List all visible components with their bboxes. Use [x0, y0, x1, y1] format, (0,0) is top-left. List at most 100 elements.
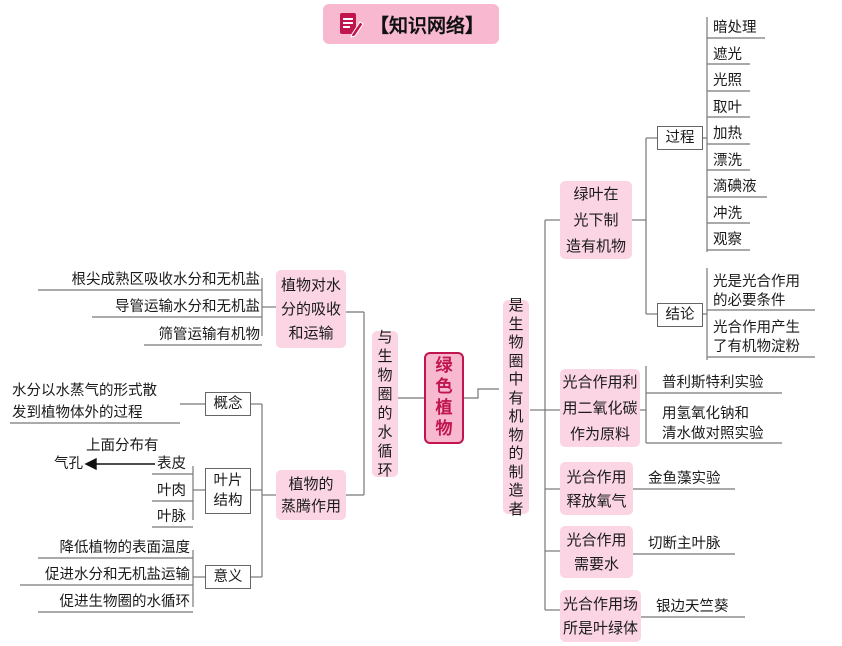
notebook-pen-icon	[339, 13, 364, 38]
co2-node: 光合作用利用二氧化碳作为原料	[560, 369, 640, 447]
starch-node-line: 光下制	[573, 211, 619, 229]
process-step: 加热	[713, 126, 742, 142]
chloroplast-node-line: 所是叶绿体	[562, 619, 638, 637]
water-node: 光合作用需要水	[560, 526, 633, 578]
stomata-annotation-top: 上面分布有	[86, 438, 159, 454]
conclusion-item-line: 光合作用产生	[713, 320, 800, 336]
conclusion-item-line: 光是光合作用	[713, 274, 800, 290]
absorb-item: 导管运输水分和无机盐	[115, 299, 260, 315]
center-node-char: 色	[435, 377, 453, 397]
left-branch-char: 生	[377, 347, 393, 365]
process-step: 暗处理	[713, 20, 757, 36]
center-node-char: 植	[435, 398, 453, 418]
starch-node-line: 绿叶在	[573, 185, 619, 203]
conclusion-item-line: 了有机物淀粉	[713, 339, 800, 355]
title-badge: 【知识网络】	[323, 4, 499, 44]
right-branch-char: 中	[508, 370, 524, 388]
chloroplast-item: 银边天竺葵	[656, 599, 729, 615]
right-branch-char: 物	[508, 333, 524, 351]
center-node-char: 物	[435, 419, 453, 439]
left-branch-char: 的	[377, 404, 393, 422]
oxygen-item: 金鱼藻实验	[648, 471, 721, 487]
water-node-line: 需要水	[573, 555, 619, 573]
co2-node-line: 光合作用利	[562, 373, 638, 391]
left-branch-char: 与	[377, 328, 393, 346]
left-branch-char: 水	[377, 423, 393, 441]
stomata-arrowhead	[84, 457, 97, 471]
absorb-item: 根尖成熟区吸收水分和无机盐	[71, 272, 261, 288]
right-branch-char: 圈	[508, 351, 524, 370]
leaf-structure-box: 叶片结构	[205, 468, 251, 514]
transpiration-node-line: 蒸腾作用	[280, 497, 341, 515]
significance-item: 降低植物的表面温度	[59, 540, 191, 556]
significance-item: 促进生物圈的水循环	[59, 594, 191, 610]
left-branch-char: 环	[377, 461, 393, 479]
left-branch-node: 与生物圈的水循环	[372, 328, 398, 479]
transpiration-node-line: 植物的	[288, 475, 334, 493]
absorb-node-line: 分的吸收	[280, 300, 341, 318]
conclusion-item: 光是光合作用的必要条件	[713, 273, 800, 311]
chloroplast-node: 光合作用场所是叶绿体	[560, 590, 641, 642]
process-step: 冲洗	[713, 205, 742, 222]
co2-item: 普利斯特利实验	[662, 374, 764, 392]
left-branch-char: 圈	[377, 385, 393, 403]
concept-text-line: 发到植物体外的过程	[12, 405, 143, 421]
concept-box: 概念	[205, 392, 251, 416]
leaf-structure-line: 叶片	[213, 473, 243, 489]
conclusion-box: 结论	[657, 303, 703, 327]
co2-item: 用氢氧化钠和清水做对照实验	[662, 404, 764, 444]
right-branch-char: 物	[508, 425, 524, 444]
absorb-node: 植物对水分的吸收和运输	[276, 270, 346, 348]
co2-node-line: 用二氧化碳	[562, 399, 638, 417]
leaf-structure-item: 叶脉	[157, 509, 186, 525]
water-node-line: 光合作用	[566, 531, 627, 549]
right-branch-char: 是	[508, 296, 524, 314]
left-branch-char: 循	[377, 442, 393, 460]
stomata-annotation-left: 气孔	[54, 456, 83, 472]
oxygen-node-line: 释放氧气	[566, 491, 627, 510]
starch-node: 绿叶在光下制造有机物	[560, 181, 632, 259]
process-step: 观察	[713, 232, 742, 248]
process-step: 滴碘液	[713, 179, 757, 195]
conclusion-item-line: 的必要条件	[713, 293, 786, 309]
co2-item-line: 普利斯特利实验	[662, 375, 764, 391]
right-branch-char: 有	[508, 388, 524, 407]
absorb-item: 筛管运输有机物	[158, 327, 261, 343]
leaf-structure-item: 叶肉	[157, 483, 186, 499]
right-branch-char: 制	[508, 462, 524, 481]
transpiration-node: 植物的蒸腾作用	[276, 470, 346, 520]
right-branch-char: 的	[508, 444, 524, 462]
absorb-node-line: 和运输	[288, 324, 334, 342]
significance-box: 意义	[205, 565, 251, 589]
connector-center-right	[460, 388, 499, 399]
significance-item: 促进水分和无机盐运输	[45, 567, 190, 583]
right-branch-char: 生	[508, 314, 524, 333]
left-branch-char: 物	[377, 366, 393, 384]
concept-text-line: 水分以水蒸气的形式散	[12, 383, 157, 399]
co2-item-line: 用氢氧化钠和	[662, 406, 749, 422]
oxygen-node-line: 光合作用	[566, 467, 627, 486]
process-step: 遮光	[713, 46, 742, 63]
process-step: 漂洗	[713, 152, 742, 169]
right-branch-char: 机	[508, 407, 524, 425]
process-step: 光照	[713, 73, 742, 89]
chloroplast-node-line: 光合作用场	[562, 595, 638, 613]
process-step: 取叶	[713, 99, 742, 116]
center-node-char: 绿	[435, 356, 453, 376]
process-box: 过程	[657, 126, 703, 150]
leaf-structure-line: 结构	[213, 493, 243, 509]
right-branch-char: 造	[508, 481, 524, 499]
co2-node-line: 作为原料	[569, 425, 630, 443]
page-title: 【知识网络】	[369, 14, 484, 37]
right-branch-char: 者	[508, 499, 524, 518]
water-item: 切断主叶脉	[648, 536, 721, 552]
oxygen-node: 光合作用释放氧气	[560, 462, 633, 515]
right-branch-node: 是生物圈中有机物的制造者	[503, 296, 529, 518]
starch-node-line: 造有机物	[565, 237, 626, 255]
leaf-structure-item: 表皮	[157, 456, 186, 472]
center-node: 绿色植物	[424, 352, 464, 444]
absorb-node-line: 植物对水	[280, 276, 341, 294]
conclusion-item: 光合作用产生了有机物淀粉	[713, 319, 800, 357]
co2-item-line: 清水做对照实验	[662, 426, 764, 442]
